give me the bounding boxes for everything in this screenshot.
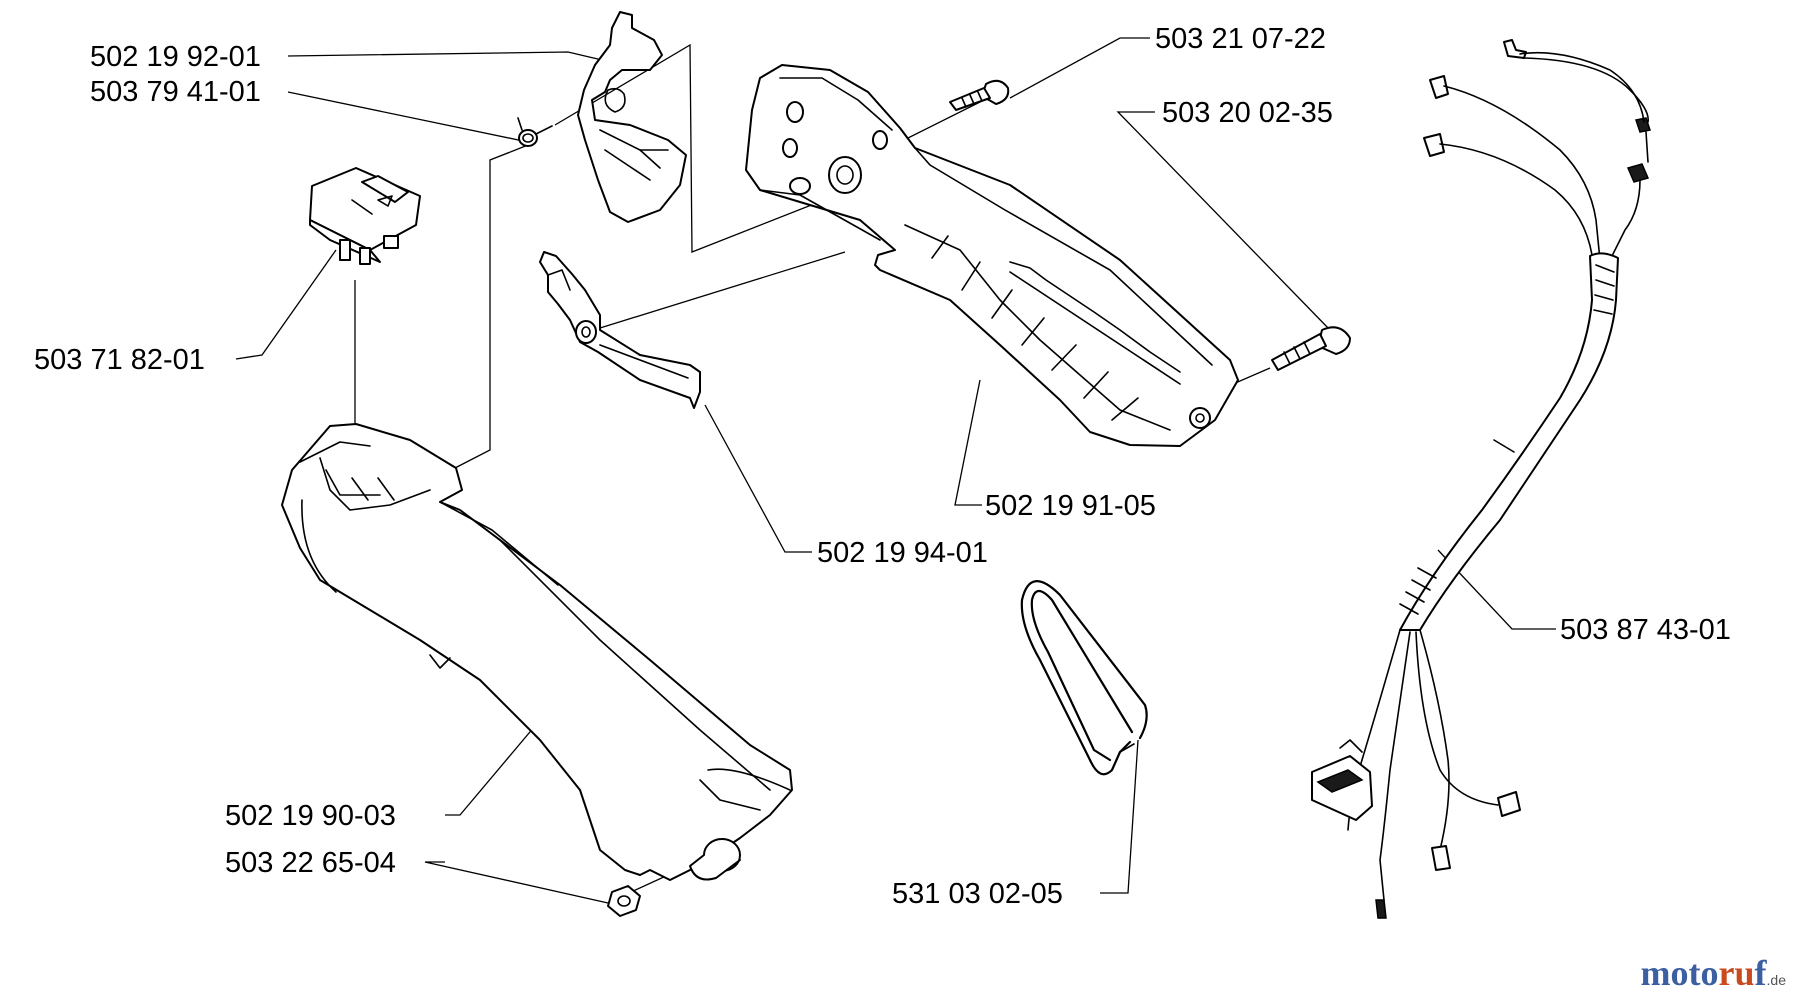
leader-502-19-91-05 bbox=[954, 379, 982, 506]
label-503-21-07-22: 503 21 07-22 bbox=[1155, 23, 1326, 55]
leader-503-71-82-01 bbox=[235, 249, 337, 360]
assembly-line-spring bbox=[454, 144, 529, 469]
leader-503-79-41-01 bbox=[287, 91, 529, 143]
label-503-20-02-35: 503 20 02-35 bbox=[1162, 97, 1333, 129]
handle-upper-half-part bbox=[745, 64, 1239, 447]
leader-503-20-02-35 bbox=[1116, 111, 1331, 331]
label-503-87-43-01: 503 87 43-01 bbox=[1560, 614, 1731, 646]
label-502-19-92-01: 502 19 92-01 bbox=[90, 41, 261, 73]
watermark-tld: .de bbox=[1766, 972, 1786, 988]
leader-531-03-02-05 bbox=[1100, 739, 1139, 894]
watermark-part1: moto bbox=[1640, 953, 1719, 993]
wiring-harness-part bbox=[1311, 39, 1651, 919]
part-number-labels: 502 19 92-01 503 79 41-01 503 71 82-01 5… bbox=[34, 23, 1731, 910]
watermark-part2: ru bbox=[1718, 953, 1755, 993]
screw-upper-part bbox=[949, 79, 1010, 111]
label-503-79-41-01: 503 79 41-01 bbox=[90, 76, 261, 108]
label-502-19-90-03: 502 19 90-03 bbox=[225, 800, 396, 832]
label-502-19-94-01: 502 19 94-01 bbox=[817, 537, 988, 569]
watermark-logo: motoruf.de bbox=[1641, 952, 1786, 994]
label-531-03-02-05: 531 03 02-05 bbox=[892, 878, 1063, 910]
watermark-part3: f bbox=[1754, 953, 1767, 993]
leader-503-21-07-22 bbox=[1009, 37, 1150, 99]
assembly-line-throttle bbox=[599, 251, 846, 329]
assembly-line-screw-upper bbox=[899, 101, 981, 143]
stop-switch-part bbox=[309, 167, 421, 265]
label-503-71-82-01: 503 71 82-01 bbox=[34, 344, 205, 376]
handle-lower-half-part bbox=[281, 423, 793, 881]
nut-part bbox=[607, 885, 641, 917]
leader-503-22-65-04 bbox=[424, 861, 609, 904]
assembly-line-trigger bbox=[554, 43, 881, 253]
throttle-trigger-part bbox=[577, 11, 687, 223]
screw-lower-part bbox=[1271, 326, 1351, 371]
label-502-19-91-05: 502 19 91-05 bbox=[985, 490, 1156, 522]
leader-503-87-43-01 bbox=[1437, 549, 1556, 630]
label-503-22-65-04: 503 22 65-04 bbox=[225, 847, 396, 879]
spring-part bbox=[517, 117, 553, 147]
leader-502-19-94-01 bbox=[704, 404, 812, 553]
throttle-lever-part bbox=[539, 251, 701, 409]
hose-clip-part bbox=[1020, 580, 1148, 776]
leader-502-19-90-03 bbox=[445, 719, 541, 816]
leader-502-19-92-01 bbox=[287, 51, 603, 61]
